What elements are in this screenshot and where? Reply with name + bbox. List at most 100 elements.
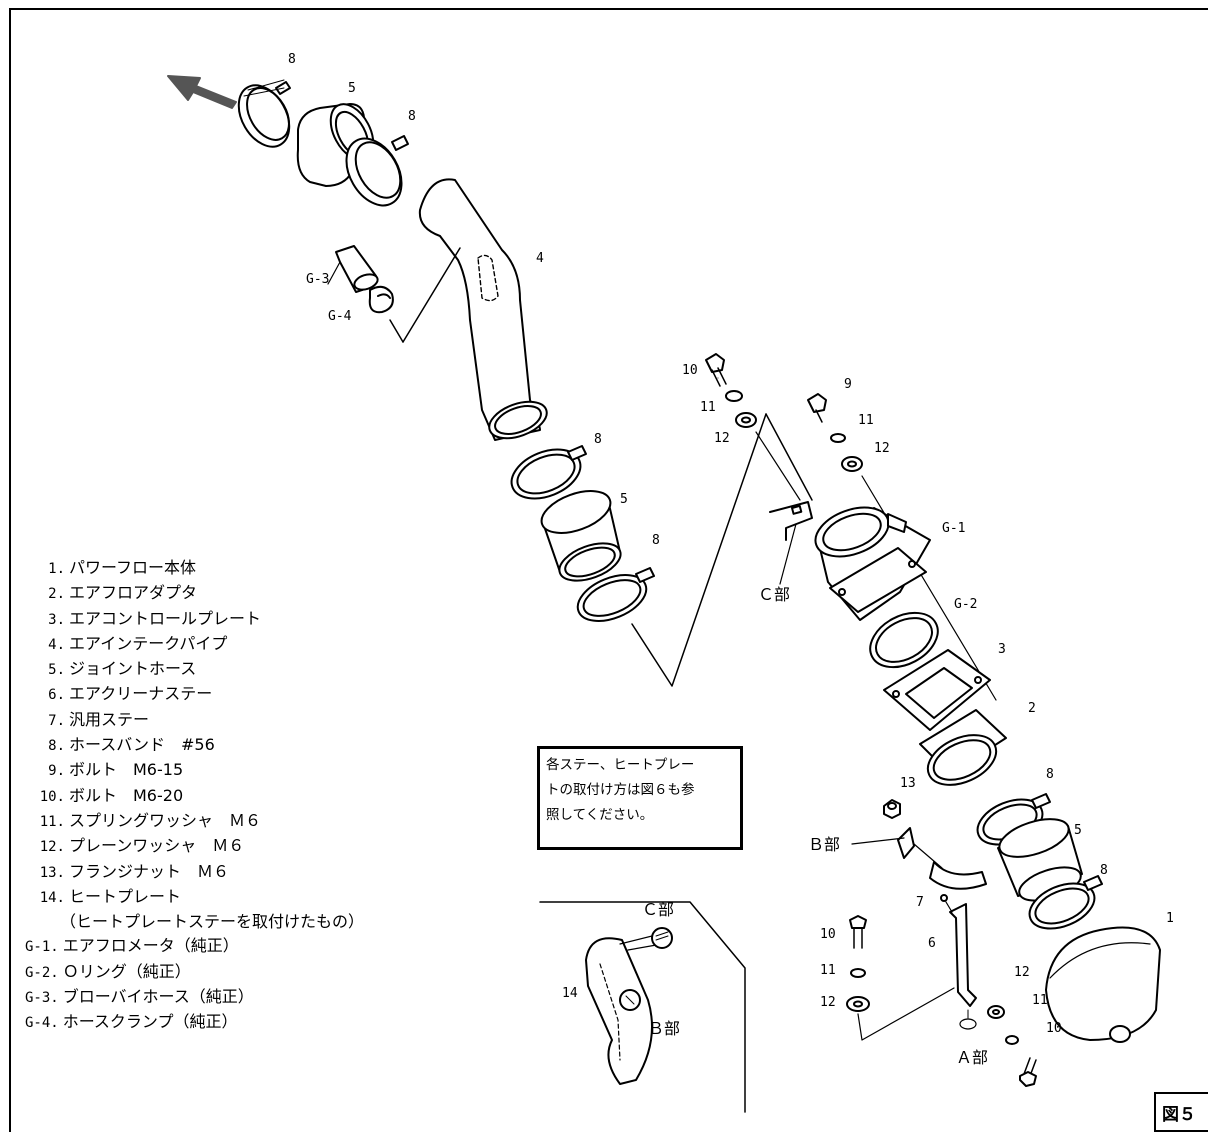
callout-2: 2 — [1028, 701, 1036, 716]
bolt-10-lower-left — [849, 915, 867, 949]
parts-legend-item: 9.ボルト M6-15 — [35, 758, 364, 783]
part-number: 10. — [39, 788, 65, 805]
callout-g1: G-1 — [942, 521, 965, 536]
blow-by-hose — [327, 245, 379, 293]
parts-legend-item: 3.エアコントロールプレート — [35, 607, 364, 632]
bolt-9 — [807, 393, 827, 423]
part-number: G-2. — [25, 964, 59, 981]
plain-washer-12-lower-right — [987, 1005, 1005, 1019]
spring-washer-11-upper — [725, 390, 743, 402]
o-ring — [869, 611, 939, 669]
callout-8: 8 — [288, 52, 296, 67]
callout-12: 12 — [874, 441, 890, 456]
plain-washer-12-lower-left — [846, 996, 870, 1012]
part-number: 2. — [48, 586, 65, 603]
callout-13: 13 — [900, 776, 916, 791]
part-name: スプリングワッシャ Ｍ６ — [69, 810, 262, 830]
callout-12: 12 — [820, 995, 836, 1010]
callout-g4: G-4 — [328, 309, 352, 324]
part-name: ホースバンド #56 — [69, 735, 215, 755]
part-name: エアコントロールプレート — [69, 608, 262, 628]
part-name: Ｏリング（純正） — [62, 961, 191, 981]
spring-washer-11-right — [830, 433, 846, 443]
hose-band-top-left — [237, 79, 291, 148]
inset-detail-b — [619, 989, 641, 1011]
part-number: 6. — [48, 687, 65, 704]
callout-14: 14 — [562, 986, 578, 1001]
parts-legend-item: G-1.エアフロメータ（純正） — [25, 934, 364, 959]
callout-7: 7 — [916, 895, 924, 910]
part-number: 4. — [48, 636, 65, 653]
callout-g3: G-3 — [306, 272, 329, 287]
part-number: G-4. — [25, 1015, 59, 1032]
parts-legend-item: 4.エアインテークパイプ — [35, 632, 364, 657]
hose-band-top-right — [345, 135, 409, 207]
callout-10: 10 — [820, 927, 836, 942]
section-a-marker — [959, 1018, 977, 1030]
bracket-section-c — [769, 501, 813, 541]
hose-clamp — [368, 285, 394, 314]
plain-washer-12-right — [841, 456, 863, 472]
intake-pipe — [418, 178, 548, 441]
universal-stay — [913, 843, 987, 902]
part-number: 7. — [48, 712, 65, 729]
callout-5: 5 — [620, 492, 628, 507]
flange-nut — [883, 799, 901, 819]
hose-band-bottom-lower — [1028, 875, 1103, 930]
callout-10: 10 — [1046, 1021, 1062, 1036]
drawing-frame — [9, 8, 1208, 1132]
parts-legend-item: 7.汎用ステー — [35, 708, 364, 733]
callout-11: 11 — [820, 963, 836, 978]
callout-8: 8 — [408, 109, 416, 124]
callout-8: 8 — [1100, 863, 1108, 878]
inset-section-b-label: Ｂ部 — [648, 1019, 680, 1038]
note-line: 各ステー、ヒートプレー — [546, 757, 695, 773]
air-cleaner-stay — [949, 903, 977, 1007]
meter-flange — [829, 547, 927, 613]
callout-11: 11 — [858, 413, 874, 428]
bracket-section-b — [897, 827, 915, 859]
inset-detail-c — [651, 927, 673, 949]
part-name: ホースクランプ（純正） — [62, 1012, 238, 1032]
parts-legend-item: 11.スプリングワッシャ Ｍ６ — [35, 809, 364, 834]
figure-label: 図５ — [1154, 1092, 1208, 1132]
spring-washer-11-lower-left — [850, 968, 866, 978]
part-number: 11. — [39, 813, 65, 830]
parts-legend-item: G-2.Ｏリング（純正） — [25, 960, 364, 985]
part-number: G-1. — [25, 939, 59, 956]
hose-band-mid-upper — [510, 445, 587, 500]
callout-1: 1 — [1166, 911, 1174, 926]
bolt-10-lower-right — [1019, 1057, 1037, 1087]
part-number: 1. — [48, 561, 65, 577]
callout-11: 11 — [700, 400, 716, 415]
parts-legend-note: （ヒートプレートステーを取付けたもの） — [60, 912, 365, 932]
part-name: プレーンワッシャ Ｍ６ — [69, 836, 245, 856]
note-line: トの取付け方は図６も参 — [546, 782, 695, 798]
callout-11: 11 — [1032, 993, 1048, 1008]
section-c-label: Ｃ部 — [758, 585, 790, 604]
callout-8: 8 — [594, 432, 602, 447]
part-name: エアフロアダプタ — [69, 583, 198, 603]
callout-8: 8 — [1046, 767, 1054, 782]
parts-legend-item: 5.ジョイントホース — [35, 657, 364, 682]
plain-washer-12-upper — [735, 412, 757, 428]
callout-g2: G-2 — [954, 597, 977, 612]
part-number: 12. — [39, 839, 65, 856]
section-a-label: Ａ部 — [956, 1048, 988, 1067]
joint-hose-mid — [540, 490, 622, 582]
part-number: 3. — [48, 611, 65, 628]
inset-section-c-label: Ｃ部 — [642, 900, 674, 919]
installation-note: 各ステー、ヒートプレー トの取付け方は図６も参 照してください。 — [537, 746, 743, 850]
parts-legend-item: 8.ホースバンド #56 — [35, 733, 364, 758]
part-name: パワーフロー本体 — [69, 558, 197, 577]
spring-washer-11-lower-right — [1005, 1035, 1019, 1045]
callout-3: 3 — [998, 642, 1006, 657]
part-name: エアクリーナステー — [69, 684, 213, 704]
part-name: ブローバイホース（純正） — [62, 987, 254, 1007]
callout-12: 12 — [714, 431, 730, 446]
callout-10: 10 — [682, 363, 698, 378]
part-number: G-3. — [25, 990, 59, 1007]
part-name: エアインテークパイプ — [69, 633, 228, 653]
